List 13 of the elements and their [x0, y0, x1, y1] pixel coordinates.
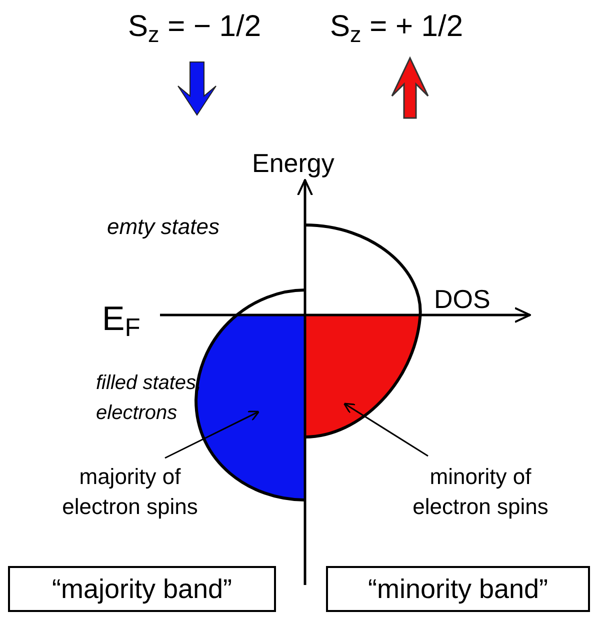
- leader-arrow: [164, 410, 260, 459]
- axis-label: DOS: [434, 283, 490, 316]
- region-label: emty states: [107, 213, 220, 241]
- fermi-level-label: E$_{F}$: [102, 299, 140, 344]
- dos-region: [304, 224, 422, 438]
- spin-label: S$_{z}$ = − 1/2: [128, 9, 262, 49]
- band-label-box: “minority band”: [326, 566, 590, 612]
- band-label-box: “majority band”: [8, 566, 276, 612]
- axis-label: Energy: [252, 147, 334, 180]
- spin-label: S$_{z}$ = + 1/2: [330, 9, 464, 49]
- annotation-text: majority of electron spins: [40, 462, 220, 522]
- leader-arrow: [343, 402, 428, 457]
- annotation-text: minority of electron spins: [388, 462, 573, 522]
